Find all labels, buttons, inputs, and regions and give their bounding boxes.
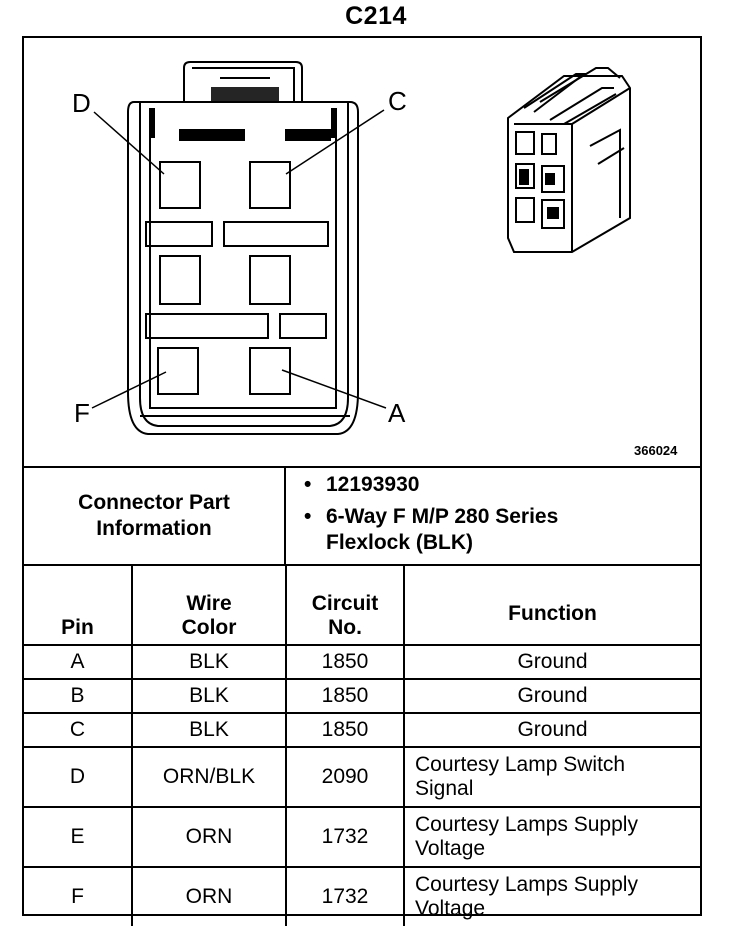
cell-circuit: 1732 [285, 866, 405, 926]
connector-face-view [91, 61, 387, 435]
cell-wire-color: ORN [131, 806, 287, 868]
table-row: B BLK 1850 Ground [24, 678, 700, 714]
header-function: Function [403, 564, 700, 646]
cell-wire-color: BLK [131, 644, 287, 680]
cell-wire-color: ORN [131, 866, 287, 926]
cell-pin: A [24, 644, 133, 680]
pin-label-a: A [388, 398, 406, 428]
table-row: C BLK 1850 Ground [24, 712, 700, 748]
header-wire-color: Wire Color [131, 564, 287, 646]
part-description-line2: Flexlock (BLK) [326, 531, 474, 554]
cell-wire-color: ORN/BLK [131, 746, 287, 808]
cell-wire-color: BLK [131, 678, 287, 714]
cell-wire-color: BLK [131, 712, 287, 748]
table-row: F ORN 1732 Courtesy Lamps Supply Voltage [24, 866, 700, 926]
cell-pin: C [24, 712, 133, 748]
table-row: E ORN 1732 Courtesy Lamps Supply Voltage [24, 806, 700, 868]
connector-diagram: D C F A 366024 [24, 38, 700, 466]
cell-function: Ground [403, 678, 700, 714]
cell-circuit: 2090 [285, 746, 405, 808]
pin-label-f: F [74, 398, 90, 428]
cell-function: Courtesy Lamps Supply Voltage [403, 806, 700, 868]
part-number: 12193930 [304, 472, 700, 498]
part-info-label-line1: Connector Part [78, 491, 230, 514]
cell-pin: D [24, 746, 133, 808]
pinout-header-row: Pin Wire Color Circuit No. Function [24, 564, 700, 646]
connector-iso-view [507, 67, 631, 253]
part-info-label: Connector Part Information [24, 468, 286, 564]
cell-circuit: 1732 [285, 806, 405, 868]
cell-function: Ground [403, 712, 700, 748]
pin-label-c: C [388, 86, 407, 116]
cell-pin: E [24, 806, 133, 868]
part-info-details: 12193930 6-Way F M/P 280 Series Flexlock… [286, 468, 700, 564]
header-circuit-no: Circuit No. [285, 564, 405, 646]
connector-sheet: D C F A 366024 Connector Part Informatio… [22, 36, 702, 926]
pin-label-d: D [72, 88, 91, 118]
cell-circuit: 1850 [285, 678, 405, 714]
cell-circuit: 1850 [285, 644, 405, 680]
part-description-line1: 6-Way F M/P 280 Series [304, 504, 700, 530]
header-pin: Pin [24, 564, 133, 646]
part-info-label-line2: Information [96, 517, 212, 540]
pinout-table: Pin Wire Color Circuit No. Function A BL… [24, 564, 700, 926]
cell-function: Courtesy Lamp Switch Signal [403, 746, 700, 808]
part-info-section: Connector Part Information 12193930 6-Wa… [24, 466, 700, 564]
table-row: A BLK 1850 Ground [24, 644, 700, 680]
cell-function: Courtesy Lamps Supply Voltage [403, 866, 700, 926]
cell-function: Ground [403, 644, 700, 680]
connector-title: C214 [345, 2, 407, 30]
cell-circuit: 1850 [285, 712, 405, 748]
table-row: D ORN/BLK 2090 Courtesy Lamp Switch Sign… [24, 746, 700, 808]
cell-pin: F [24, 866, 133, 926]
image-reference-number: 366024 [634, 443, 678, 458]
cell-pin: B [24, 678, 133, 714]
